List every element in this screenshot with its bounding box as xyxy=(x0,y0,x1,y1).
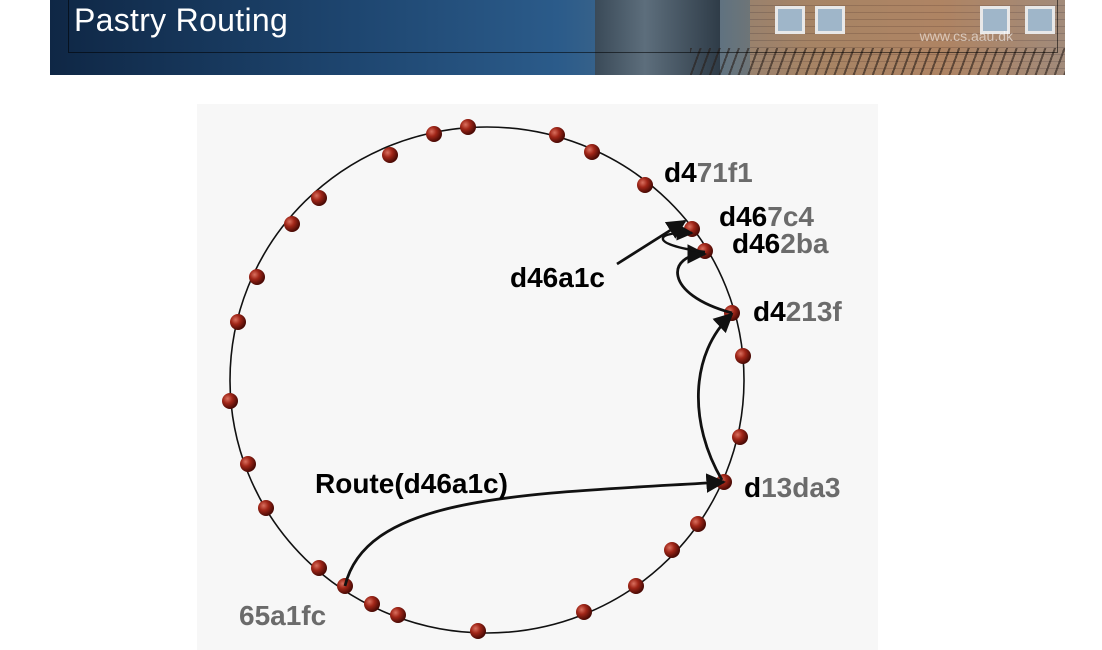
hop-arrow-1 xyxy=(343,473,726,587)
target-key-label: d46a1c xyxy=(510,262,605,293)
node-label-rest: 7c4 xyxy=(767,201,814,232)
ring-node xyxy=(732,429,748,445)
ring-node xyxy=(249,269,265,285)
banner-url: www.cs.aau.dk xyxy=(919,28,1013,44)
node-label-rest: 2ba xyxy=(780,228,829,259)
hop-arrow-3 xyxy=(676,244,733,315)
banner-window xyxy=(1025,6,1055,34)
banner-window xyxy=(815,6,845,34)
header-banner: Pastry Routing www.cs.aau.dk xyxy=(50,0,1065,75)
node-label-rest: 13da3 xyxy=(761,472,840,503)
ring-node xyxy=(230,314,246,330)
ring-node xyxy=(549,127,565,143)
pastry-ring-diagram: Route(d46a1c) d46a1c 65a1fc d13da3 d4213… xyxy=(222,119,842,639)
ring-node xyxy=(637,177,653,193)
banner-window xyxy=(980,6,1010,34)
ring-node xyxy=(258,500,274,516)
node-label-rest: 71f1 xyxy=(697,157,753,188)
ring-node xyxy=(382,147,398,163)
ring-node xyxy=(584,144,600,160)
node-label-d467c4: d467c4 xyxy=(719,201,814,232)
ring-node xyxy=(390,607,406,623)
node-label-d471f1: d471f1 xyxy=(664,157,753,188)
ring-node xyxy=(284,216,300,232)
route-label: Route(d46a1c) xyxy=(315,468,508,499)
banner-window xyxy=(775,6,805,34)
node-label-rest: 213f xyxy=(786,296,843,327)
ring-node xyxy=(735,348,751,364)
node-label-prefix: d4 xyxy=(753,296,786,327)
id-ring xyxy=(229,126,745,634)
ring-node xyxy=(240,456,256,472)
ring-node xyxy=(470,623,486,639)
ring-node xyxy=(364,596,380,612)
node-label-d462ba: d462ba xyxy=(732,228,829,259)
ring-node xyxy=(664,542,680,558)
ring-node xyxy=(628,578,644,594)
diagram-panel: Route(d46a1c) d46a1c 65a1fc d13da3 d4213… xyxy=(197,104,878,650)
hop-arrow-2 xyxy=(697,312,734,481)
node-label-rest: 65a1fc xyxy=(239,600,326,631)
ring-node xyxy=(460,119,476,135)
node-label-prefix: d xyxy=(744,472,761,503)
ring-nodes xyxy=(222,119,751,639)
node-label-prefix: d46 xyxy=(732,228,780,259)
node-label-65a1fc: 65a1fc xyxy=(239,600,326,631)
node-label-d13da3: d13da3 xyxy=(744,472,841,503)
ring-node xyxy=(684,221,700,237)
ring-node xyxy=(426,126,442,142)
target-pointer-arrow xyxy=(616,219,687,266)
page-title: Pastry Routing xyxy=(74,2,289,38)
ring-node xyxy=(690,516,706,532)
ring-node xyxy=(311,560,327,576)
ring-node xyxy=(222,393,238,409)
node-label-prefix: d4 xyxy=(664,157,697,188)
ring-node xyxy=(311,190,327,206)
node-label-d4213f: d4213f xyxy=(753,296,842,327)
node-label-prefix: d46 xyxy=(719,201,767,232)
title-frame xyxy=(68,0,1058,53)
ring-node xyxy=(576,604,592,620)
